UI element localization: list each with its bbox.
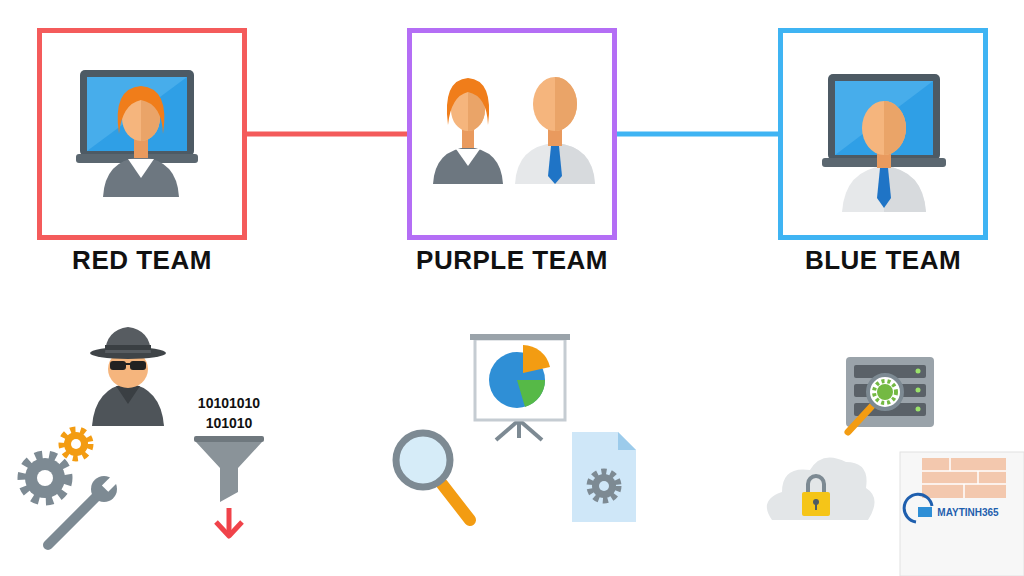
settings-document-icon-part: [572, 432, 636, 522]
binary-code: 101010: [206, 415, 253, 431]
presentation-board-icon: [470, 334, 570, 440]
settings-document-icon-part: [599, 481, 609, 491]
blue-team-defender-icon-part: [828, 74, 940, 160]
cloud-lock-icon-part: [808, 476, 824, 494]
red-team-hacker-icon-part: [87, 77, 187, 151]
team-box: RED TEAM: [37, 28, 247, 240]
gear-icon-part: [22, 455, 68, 501]
presentation-board-icon-part: [470, 334, 570, 340]
watermark-logo-part: [922, 458, 1006, 498]
server-scan-icon-part: [868, 375, 902, 409]
team-connector: [617, 132, 778, 137]
binary-code: 10101010: [198, 395, 260, 411]
red-team-hacker-icon-part: [128, 159, 154, 178]
team-box: PURPLE TEAM: [407, 28, 617, 240]
purple-team-people-icon-part: [548, 146, 562, 184]
cloud-lock-icon: [767, 458, 875, 521]
watermark-logo-part: [904, 494, 932, 522]
team-label: PURPLE TEAM: [416, 245, 608, 276]
watermark-logo-part: [922, 470, 1006, 472]
red-team-hacker-icon-part: [103, 157, 179, 197]
blue-team-defender-icon-part: [884, 101, 906, 155]
purple-team-people-icon: [433, 77, 595, 184]
spy-icon-part: [105, 345, 151, 350]
server-scan-icon-part: [877, 384, 893, 400]
server-scan-icon-part: [916, 369, 921, 374]
team-label: BLUE TEAM: [805, 245, 961, 276]
magnifier-icon-part: [396, 433, 450, 487]
team-box: BLUE TEAM: [778, 28, 988, 240]
gear-icon: [22, 430, 90, 501]
blue-team-defender-icon-part: [862, 101, 906, 155]
server-scan-icon-part: [916, 388, 921, 393]
funnel-icon-part: [216, 522, 242, 536]
blue-team-defender-icon-part: [835, 81, 933, 155]
blue-team-defender-icon: [822, 74, 946, 212]
purple-team-people-icon-part: [555, 143, 595, 184]
watermark-logo-part: [949, 458, 951, 471]
spy-icon-part: [125, 363, 131, 365]
red-team-hacker-icon-part: [87, 77, 187, 151]
server-scan-icon-part: [916, 407, 921, 412]
watermark-logo-part: [918, 507, 932, 517]
presentation-board-icon-part: [517, 380, 545, 407]
purple-team-people-icon-part: [555, 77, 577, 131]
watermark-logo-part: [900, 452, 1024, 576]
wrench-icon-part: [48, 495, 98, 545]
watermark-text: MAYTINH365: [937, 507, 998, 518]
purple-team-people-icon-part: [515, 143, 595, 184]
watermark-logo-part: [963, 484, 965, 498]
settings-document-icon: [572, 432, 636, 522]
server-scan-icon-part: [874, 381, 896, 403]
spy-icon-part: [92, 383, 164, 426]
funnel-icon-part: [194, 436, 264, 442]
purple-team-people-icon-part: [456, 149, 480, 166]
team-connector: [247, 132, 407, 137]
blue-team-defender-icon-part: [842, 166, 926, 212]
settings-document-icon-part: [618, 432, 636, 450]
settings-document-icon-part: [590, 472, 618, 500]
red-team-hacker-icon: [76, 70, 198, 197]
server-scan-icon: [846, 357, 934, 432]
cloud-lock-icon-part: [767, 458, 875, 521]
wrench-icon-part: [102, 474, 120, 492]
spy-icon-part: [130, 361, 146, 370]
server-scan-icon-part: [848, 406, 872, 432]
funnel-icon-part: [196, 442, 262, 502]
purple-team-people-icon-part: [533, 77, 577, 131]
gear-icon-part: [71, 439, 81, 449]
purple-team-people-icon-part: [447, 78, 489, 125]
spy-icon: [90, 327, 166, 426]
cloud-lock-icon-part: [815, 503, 817, 510]
presentation-board-icon-part: [517, 420, 521, 438]
gear-icon-part: [37, 470, 53, 486]
cloud-lock-icon-part: [802, 492, 830, 516]
team-label: RED TEAM: [72, 245, 212, 276]
blue-team-defender-icon-part: [884, 166, 926, 212]
magnifier-icon: [396, 433, 470, 520]
spy-icon-part: [110, 361, 126, 370]
wrench-icon: [48, 474, 120, 545]
presentation-board-icon-part: [523, 345, 550, 373]
watermark-logo-part: [977, 471, 979, 484]
purple-team-people-icon-part: [433, 147, 503, 184]
spy-icon-part: [116, 386, 140, 404]
red-team-hacker-icon-part: [118, 86, 165, 134]
watermark-logo: [900, 452, 1024, 576]
presentation-board-icon-part: [519, 420, 542, 440]
blue-team-defender-icon-part: [835, 81, 933, 155]
magnifier-icon-part: [442, 484, 470, 520]
presentation-board-icon-part: [475, 339, 565, 420]
gear-icon-part: [62, 430, 90, 458]
funnel-icon: [194, 436, 264, 536]
funnel-icon-part: [227, 508, 232, 532]
presentation-board-icon-part: [496, 420, 519, 440]
blue-team-defender-icon-part: [877, 168, 891, 208]
spy-icon-part: [105, 327, 151, 353]
